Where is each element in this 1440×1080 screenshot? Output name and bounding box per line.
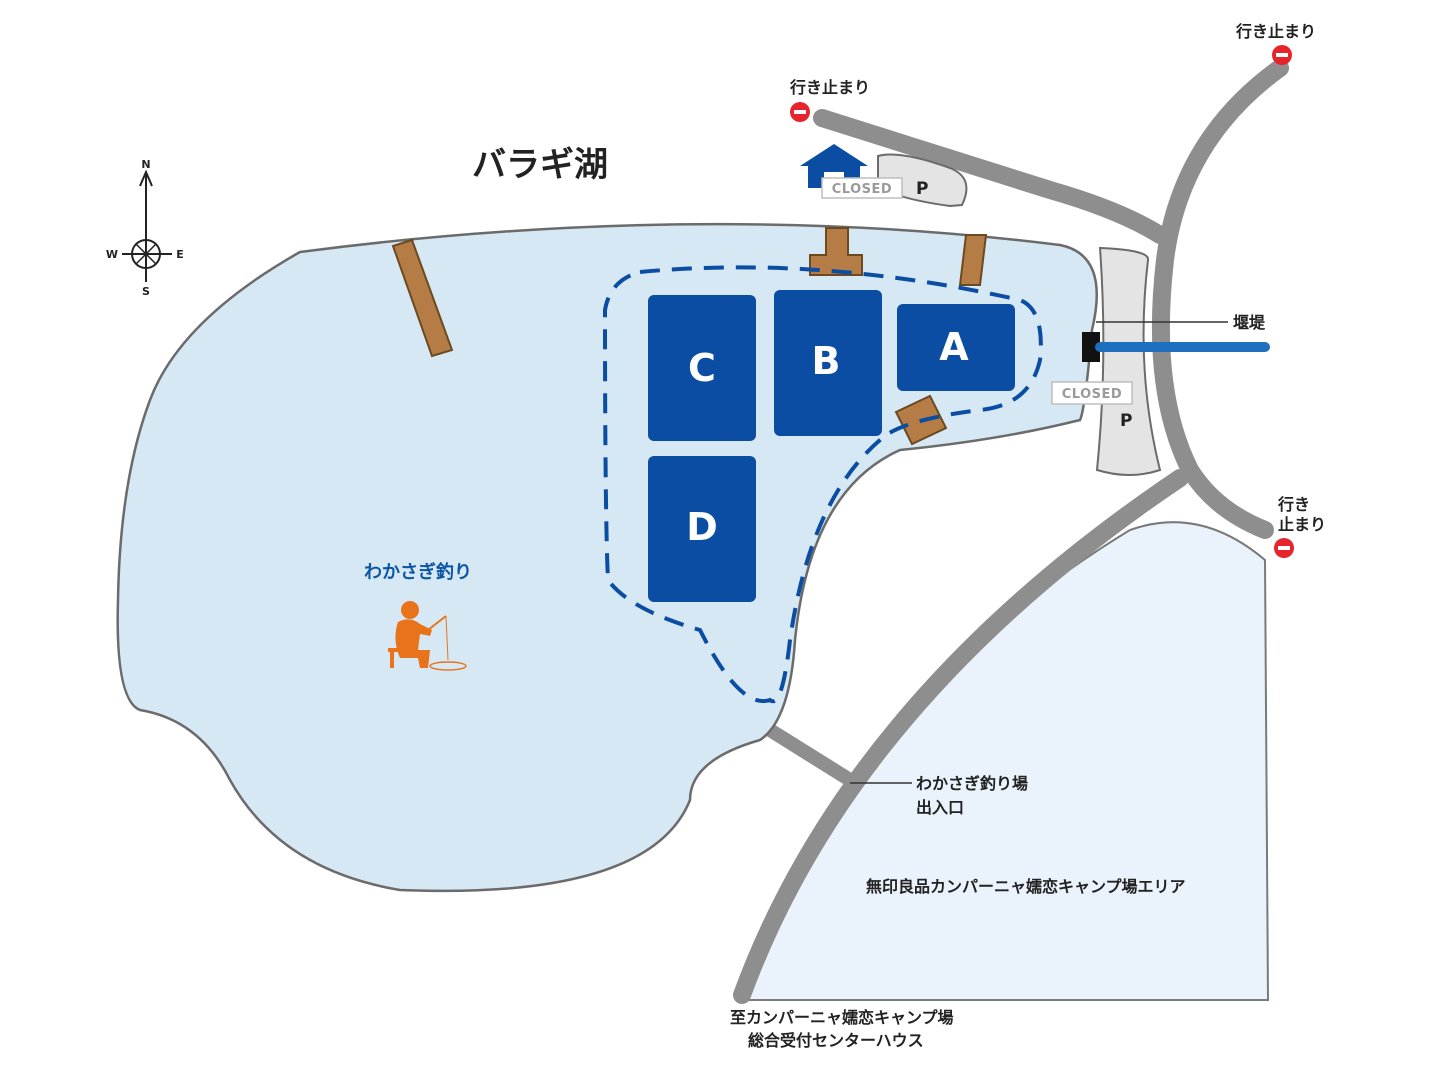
camp-area-label: 無印良品カンパーニャ嬬恋キャンプ場エリア (866, 877, 1186, 896)
center-house-label-1: 至カンパーニャ嬬恋キャンプ場 (730, 1008, 954, 1027)
zone-b: B (774, 290, 882, 436)
dead-end-label-east-2: 止まり (1278, 515, 1326, 534)
dead-end-label-east-1: 行き (1277, 495, 1310, 514)
road-diagonal (733, 469, 1189, 1004)
svg-text:CLOSED: CLOSED (1062, 387, 1122, 402)
dead-end-label-top-right: 行き止まり (1235, 22, 1316, 41)
closed-badge-north: CLOSED (821, 177, 903, 199)
dead-end-icon (790, 102, 810, 122)
parking-east-p: P (1120, 411, 1132, 431)
zone-b-label: B (812, 339, 841, 383)
zone-a: A (897, 304, 1015, 391)
parking-north-p: P (916, 179, 928, 199)
road-top-right (1151, 59, 1289, 539)
svg-text:CLOSED: CLOSED (832, 182, 892, 197)
pier-west (391, 238, 454, 358)
zone-a-label: A (939, 325, 969, 369)
compass-s: S (142, 285, 150, 298)
compass-w: W (106, 248, 118, 261)
road-entrance-spur (763, 723, 857, 787)
road-north (813, 109, 1169, 244)
dead-end-icon (1272, 45, 1292, 65)
zone-c-label: C (688, 346, 716, 390)
lake-name: バラギ湖 (472, 145, 608, 185)
dam-marker-icon (1082, 332, 1100, 362)
pier-north-b (958, 234, 988, 286)
compass-rose-icon (122, 169, 172, 282)
dead-end-label-north: 行き止まり (789, 78, 870, 97)
dam-label: 堰堤 (1233, 313, 1266, 332)
zone-d-label: D (686, 505, 718, 549)
compass-n: N (141, 158, 150, 171)
compass-e: E (176, 248, 184, 261)
parking-lot-east (1095, 246, 1162, 476)
dead-end-icon (1274, 538, 1294, 558)
closed-badge-east: CLOSED (1051, 381, 1133, 405)
fisher-icon (388, 601, 467, 671)
entrance-label-1: わかさぎ釣り場 (916, 774, 1028, 793)
pier-north-a (809, 227, 863, 276)
entrance-label-2: 出入口 (916, 798, 964, 817)
roads (733, 59, 1289, 1004)
fishing-zone-boundary (602, 265, 1043, 704)
center-house-label-2: 総合受付センターハウス (748, 1031, 924, 1050)
zone-c: C (648, 295, 756, 441)
zone-d: D (648, 456, 756, 602)
fishing-label: わかさぎ釣り (364, 561, 472, 583)
